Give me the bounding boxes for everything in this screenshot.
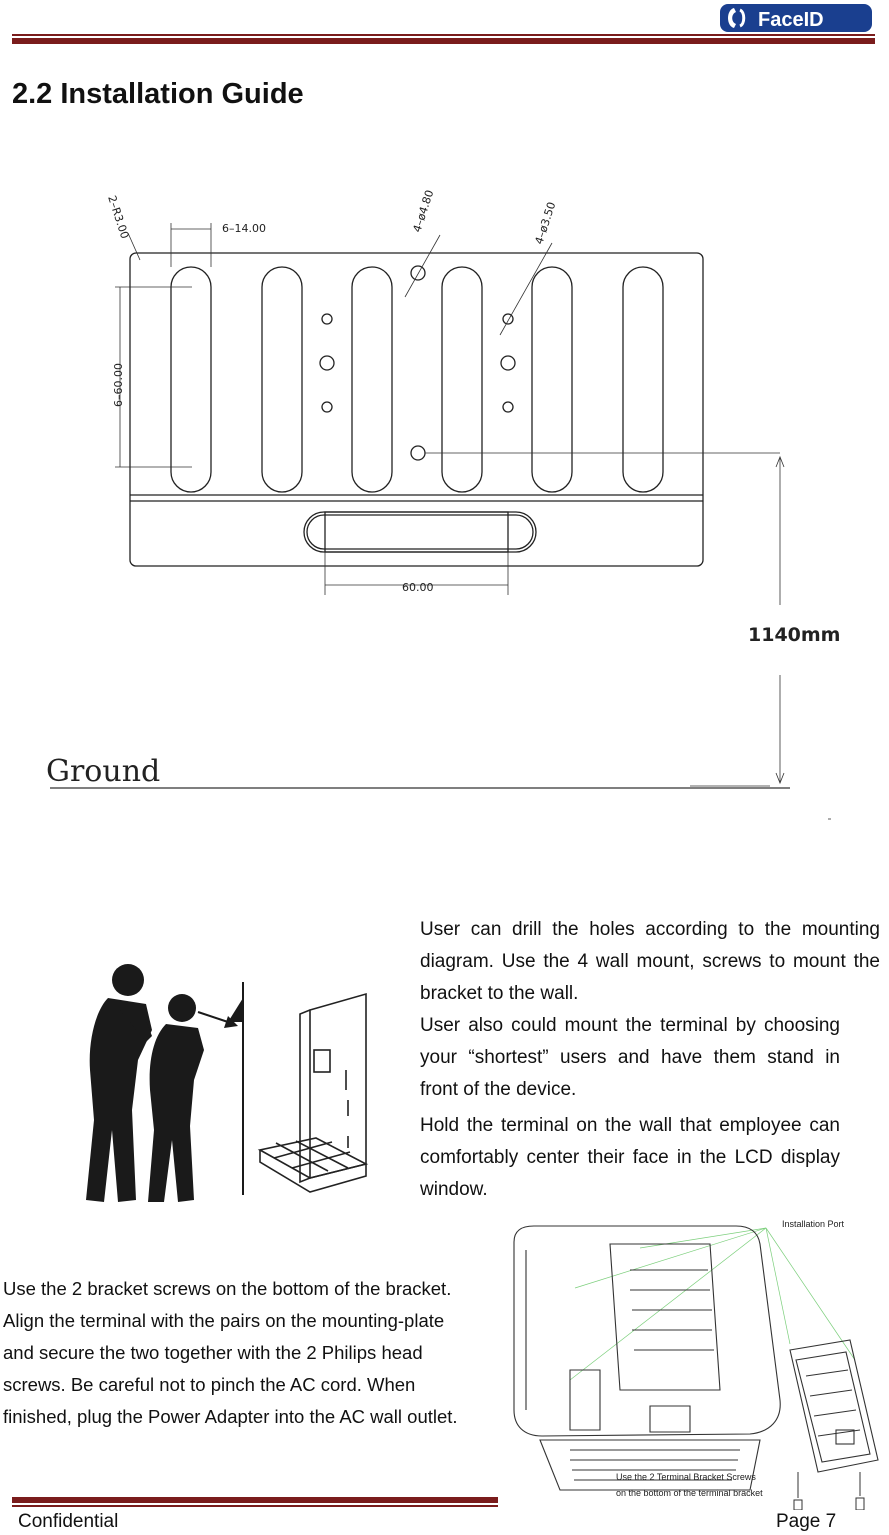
footer-confidential: Confidential — [18, 1511, 119, 1532]
people-silhouette-illustration — [86, 964, 369, 1202]
bottom-slot-label: 60.00 — [402, 581, 434, 594]
hole-b-label: 4–ø3.50 — [532, 200, 558, 246]
slot — [531, 266, 573, 493]
slot — [441, 266, 483, 493]
hold-instructions: Hold the terminal on the wall that emplo… — [420, 1115, 840, 1200]
mounting-plate — [129, 252, 704, 567]
bracket-instructions: Use the 2 bracket screws on the bottom o… — [3, 1278, 458, 1427]
faceid-logo: FaceID — [720, 4, 872, 32]
radius-label: 2–R3.00 — [105, 194, 131, 240]
logo-text: FaceID — [758, 9, 824, 31]
terminal-device — [513, 1225, 781, 1491]
header-rule — [12, 34, 875, 44]
slot-width-label: 6–14.00 — [222, 222, 266, 235]
ground-label: Ground — [46, 754, 160, 789]
height-label: 1140mm — [748, 624, 840, 646]
tall-person-silhouette — [86, 964, 152, 1202]
terminal-bracket-illustration: Installation Port U — [513, 1219, 879, 1510]
footer-page-number: Page 7 — [776, 1511, 837, 1532]
mounting-diagram: 2–R3.00 6–14.00 4–ø4.80 4–ø3.50 6–60.00 … — [46, 188, 840, 820]
slot-length-label: 6–60.00 — [112, 363, 125, 407]
drill-instructions: User can drill the holes according to th… — [420, 919, 880, 1004]
slot — [622, 266, 664, 493]
section-title: 2.2 Installation Guide — [12, 78, 304, 110]
short-person-silhouette — [148, 994, 204, 1202]
installation-port-label: Installation Port — [782, 1219, 845, 1229]
bracket-plate — [789, 1339, 879, 1473]
room-corner-drawing — [257, 992, 369, 1193]
screw-label-line1: Use the 2 Terminal Bracket Screws — [616, 1472, 756, 1482]
slot — [261, 266, 303, 493]
slot — [351, 266, 393, 493]
hole-a-label: 4–ø4.80 — [410, 188, 436, 234]
slot — [170, 266, 212, 493]
footer-rule — [12, 1497, 498, 1507]
height-instructions: User also could mount the terminal by ch… — [420, 1015, 840, 1100]
screw-label-line2: on the bottom of the terminal bracket — [616, 1488, 763, 1498]
